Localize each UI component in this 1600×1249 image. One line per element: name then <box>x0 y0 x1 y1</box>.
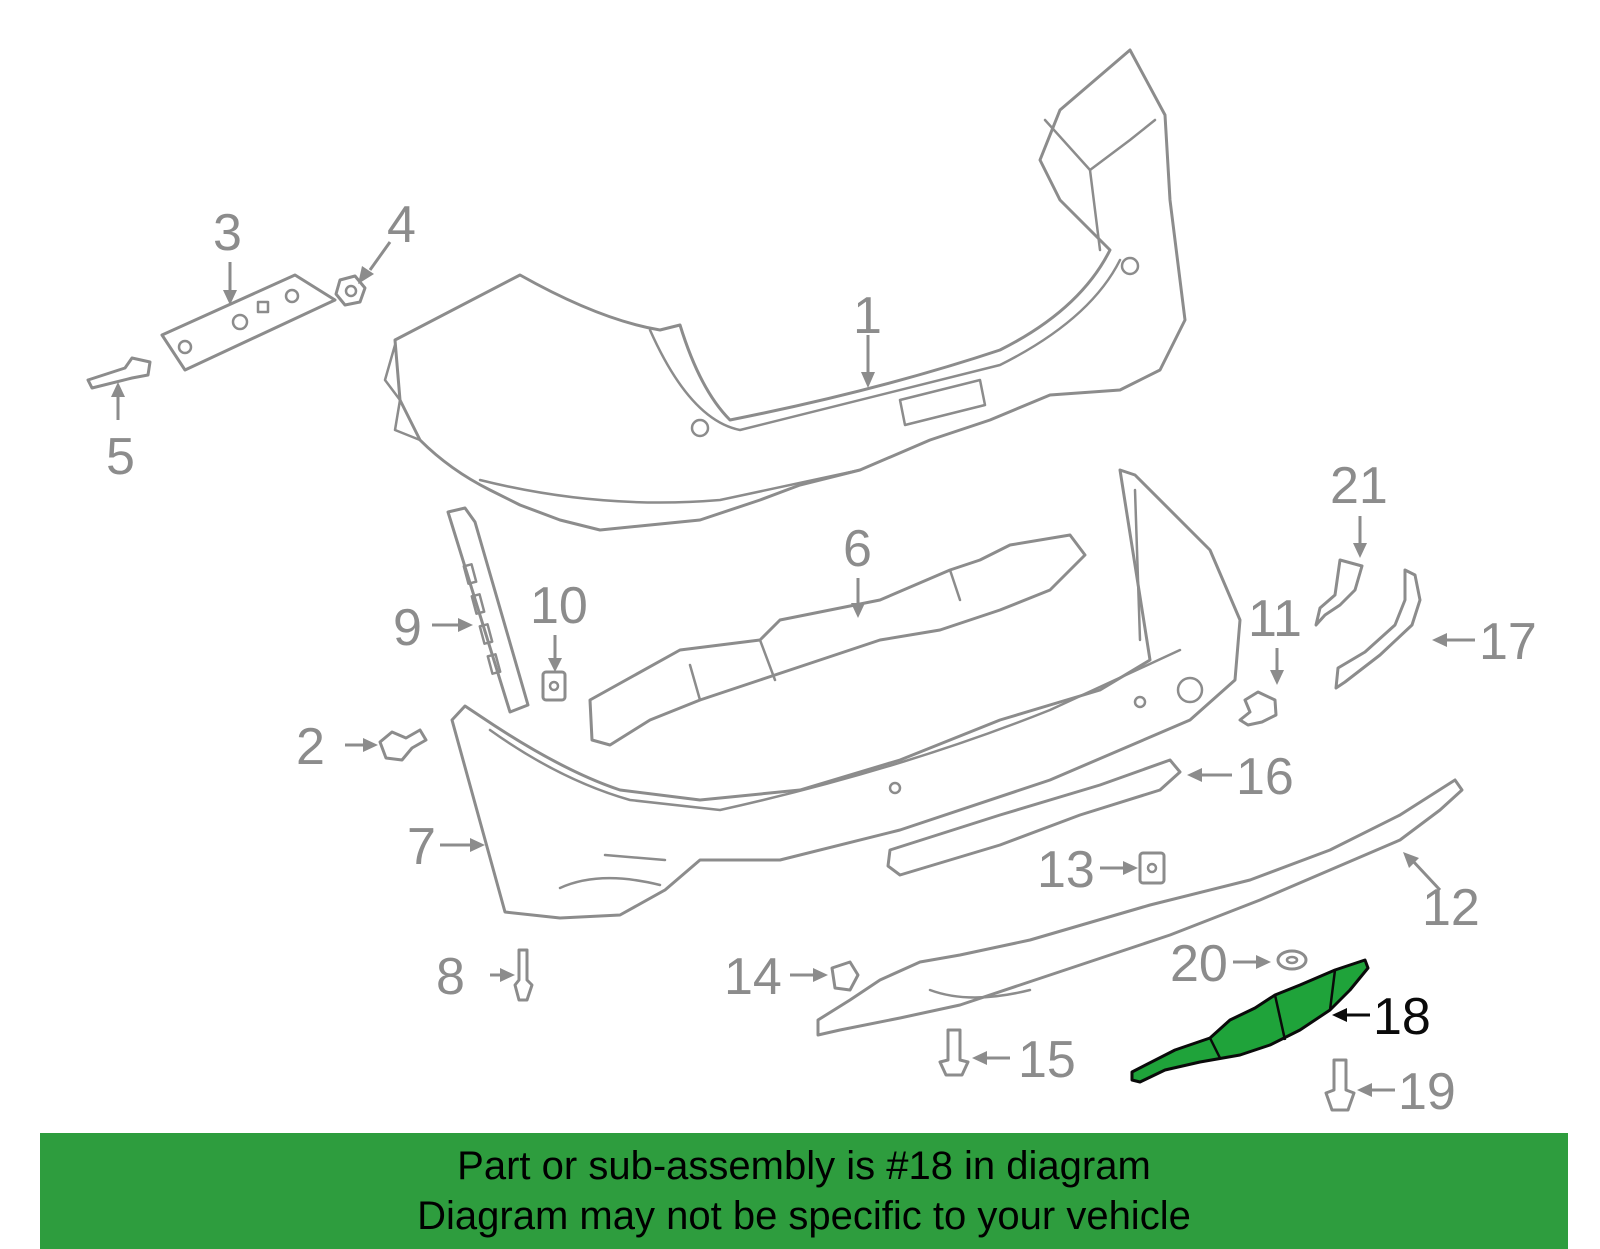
callout-19: 19 <box>1398 1063 1456 1121</box>
callout-13: 13 <box>1037 841 1095 899</box>
callout-1: 1 <box>853 287 882 345</box>
callout-5: 5 <box>106 428 135 486</box>
info-banner: Part or sub-assembly is #18 in diagram D… <box>40 1133 1568 1249</box>
callout-4: 4 <box>387 196 416 254</box>
part-2-bolt[interactable] <box>378 728 428 762</box>
callout-7: 7 <box>407 818 436 876</box>
callout-12: 12 <box>1422 879 1480 937</box>
callout-11: 11 <box>1248 590 1302 648</box>
callout-15: 15 <box>1018 1031 1076 1089</box>
part-3-bracket[interactable] <box>160 273 337 372</box>
callout-10: 10 <box>530 577 588 635</box>
part-12-lower-trim[interactable] <box>816 778 1464 1037</box>
part-17-bracket[interactable] <box>1334 568 1422 690</box>
part-14-clip[interactable] <box>830 960 860 992</box>
part-15-bolt[interactable] <box>938 1028 970 1077</box>
banner-line-1: Part or sub-assembly is #18 in diagram <box>457 1144 1151 1188</box>
callout-21: 21 <box>1330 457 1388 515</box>
part-10-clip[interactable] <box>541 670 567 702</box>
callout-16: 16 <box>1236 748 1294 806</box>
callout-arrows <box>111 241 1475 1097</box>
callout-2: 2 <box>296 718 325 776</box>
callout-20: 20 <box>1170 935 1228 993</box>
part-1-bumper-cover[interactable] <box>383 48 1187 532</box>
part-19-bolt[interactable] <box>1324 1058 1356 1112</box>
banner-line-2: Diagram may not be specific to your vehi… <box>417 1194 1191 1238</box>
callout-3: 3 <box>213 204 242 262</box>
part-16-strip[interactable] <box>886 758 1182 877</box>
part-5-push-pin[interactable] <box>86 356 152 390</box>
part-4-nut[interactable] <box>334 274 367 307</box>
part-13-clip[interactable] <box>1138 851 1166 885</box>
part-20-washer[interactable] <box>1276 949 1308 971</box>
callout-9: 9 <box>393 599 422 657</box>
callout-17: 17 <box>1479 613 1537 671</box>
part-11-fastener[interactable] <box>1238 690 1278 727</box>
callout-14: 14 <box>724 948 782 1006</box>
part-9-bracket[interactable] <box>446 506 530 714</box>
part-21-bracket[interactable] <box>1314 558 1364 627</box>
part-8-bolt[interactable] <box>513 948 534 1002</box>
part-6-energy-absorber[interactable] <box>588 533 1087 747</box>
part-18-highlighted-bracket[interactable] <box>1130 958 1370 1084</box>
part-7-lower-bumper[interactable] <box>450 468 1242 920</box>
callout-8: 8 <box>436 948 465 1006</box>
callout-18: 18 <box>1373 988 1431 1046</box>
callout-6: 6 <box>843 520 872 578</box>
